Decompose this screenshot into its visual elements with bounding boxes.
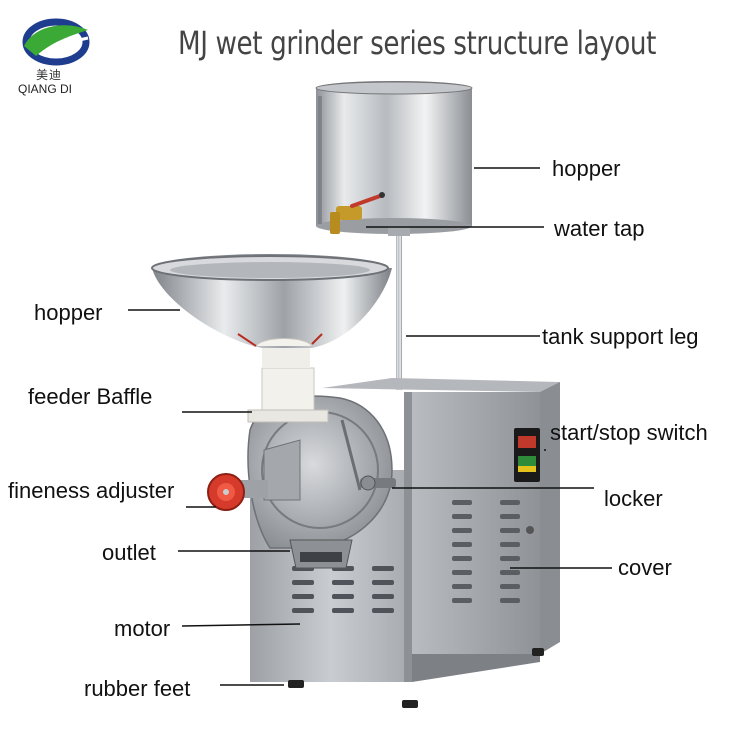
logo-text-cn: 美迪	[36, 68, 63, 82]
diagram-title: MJ wet grinder series structure layout	[178, 24, 657, 62]
label-cover: cover	[618, 555, 672, 580]
leader-line-motor	[181, 623, 301, 627]
label-hopper-top: hopper	[552, 156, 621, 181]
brand-logo	[14, 12, 98, 98]
vent-slots-side	[452, 500, 520, 603]
locker-clamp	[360, 475, 396, 491]
label-tank-support-leg: tank support leg	[542, 324, 699, 349]
water-tap	[330, 192, 385, 234]
label-water-tap: water tap	[554, 216, 645, 241]
funnel-hopper	[151, 254, 392, 348]
water-tank	[315, 81, 473, 234]
rubber-feet	[288, 648, 544, 708]
fineness-adjuster-knob	[207, 473, 268, 511]
logo-text-en: QIANG DI	[18, 82, 73, 96]
label-motor: motor	[114, 616, 171, 641]
label-fineness-adjuster: fineness adjuster	[8, 478, 175, 503]
label-outlet: outlet	[102, 540, 156, 565]
feeder-baffle	[247, 334, 329, 423]
leader-lines	[128, 167, 612, 686]
label-locker: locker	[604, 486, 663, 511]
start-stop-switch	[514, 428, 540, 482]
tank-support-leg	[396, 232, 402, 390]
grinder-body	[247, 395, 393, 569]
label-rubber-feet: rubber feet	[84, 676, 191, 701]
cover-screw	[526, 526, 534, 534]
logo-mark-icon	[22, 18, 90, 66]
label-feeder-baffle: feeder Baffle	[28, 384, 153, 409]
label-start-stop-switch: start/stop switch	[550, 420, 708, 445]
label-hopper-left: hopper	[34, 300, 103, 325]
